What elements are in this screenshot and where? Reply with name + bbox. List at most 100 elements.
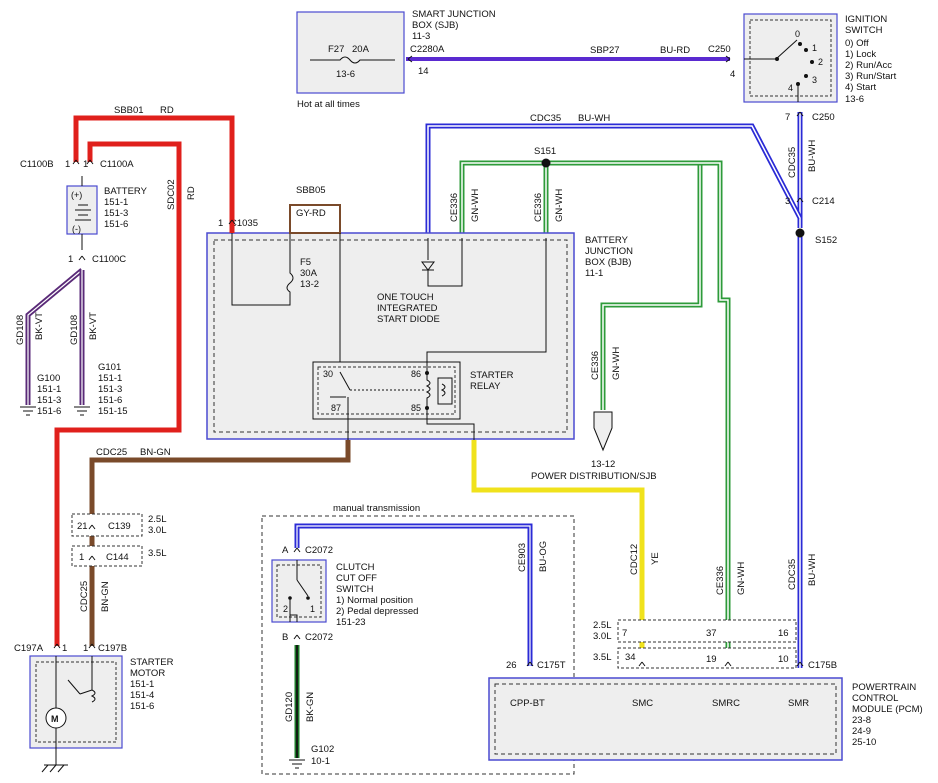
clutch-ref: 151-23 (336, 617, 366, 628)
manual-transmission-region (261, 515, 575, 775)
diode-label-1: ONE TOUCH (377, 292, 434, 303)
wire-cdc35-vcolor: BU-WH (807, 140, 818, 172)
battery-cells-icon (75, 204, 91, 221)
wire-cdc35-low-vcolor: BU-WH (807, 554, 818, 586)
pcm-box (488, 677, 843, 761)
wire-sbb05-color: GY-RD (296, 208, 326, 219)
wire-gd108-g100-stripe (27, 269, 83, 405)
c1100b-label: C1100B (20, 159, 54, 170)
ignition-switch-box (743, 13, 838, 103)
bjb-title-2: JUNCTION (585, 246, 633, 257)
c1035-label: C1035 (230, 218, 258, 229)
f5-ref: 13-2 (300, 279, 319, 290)
ground-g102-icon (289, 759, 305, 769)
c197a-label: C197A (14, 643, 44, 654)
wire-sbb01-label: SBB01 (114, 105, 144, 116)
diode-cathode-line (427, 238, 463, 287)
pcm-pin-37: 37 (706, 628, 717, 639)
ignition-contact-2 (810, 60, 814, 64)
battery-ref-3: 151-6 (104, 219, 128, 230)
g102-label: G102 (311, 744, 334, 755)
s151-splice-dot (541, 158, 551, 168)
pcm-pin-19: 19 (706, 654, 717, 665)
s152-label: S152 (815, 235, 837, 246)
c144-pin: 1 (79, 552, 84, 563)
diode-label-3: START DIODE (377, 314, 440, 325)
c1100b-pin: 1 (65, 159, 70, 170)
ignition-contact-3 (804, 74, 808, 78)
c139-label: C139 (108, 521, 131, 532)
wire-gd120-label: GD120 (284, 692, 295, 722)
pcm-title-2: CONTROL (852, 693, 898, 704)
c197b-label: C197B (98, 643, 127, 654)
ign-pin-0: 0 (795, 29, 800, 39)
sjb-fuse-amps: 20A (352, 44, 370, 55)
wire-cdc25-color: BN-GN (140, 447, 171, 458)
ign-pos-3: 3) Run/Start (845, 71, 897, 82)
g100-label: G100 (37, 373, 60, 384)
ign-pin-4: 4 (788, 83, 793, 93)
diode-label-2: INTEGRATED (377, 303, 438, 314)
g101-ref-3: 151-6 (98, 395, 122, 406)
sjb-title-1: SMART JUNCTION (412, 9, 496, 20)
battery-ref-2: 151-3 (104, 208, 128, 219)
wire-cdc35-top-label: CDC35 (530, 113, 561, 124)
wire-sdc02 (54, 141, 182, 646)
c175b-label: C175B (808, 660, 837, 671)
g101-ref-4: 151-15 (98, 406, 128, 417)
ground-g100-icon (20, 406, 36, 416)
c197a-pin: 1 (62, 643, 67, 654)
wire-cdc35-top-color: BU-WH (578, 113, 610, 124)
clutch-switch-box (271, 559, 327, 623)
starter-ref-1: 151-1 (130, 679, 154, 690)
starter-solenoid-lines (55, 656, 93, 750)
bjb-title-3: BOX (BJB) (585, 257, 631, 268)
wire-sbp27-color: BU-RD (660, 45, 690, 56)
ignition-switch-inner (749, 19, 832, 97)
wire-ce336-d-label: CE336 (715, 566, 726, 595)
wire-cdc25-label: CDC25 (96, 447, 127, 458)
relay-pin-86: 86 (411, 369, 421, 379)
battery-minus: (-) (72, 224, 81, 234)
pcm-pin-smrc: SMRC (712, 698, 740, 709)
starter-ref-2: 151-4 (130, 690, 154, 701)
c139-v1: 2.5L (148, 514, 167, 525)
clutch-title-2: CUT OFF (336, 573, 377, 584)
wire-cdc25-vlabel: CDC25 (79, 581, 90, 612)
f5-label: F5 (300, 257, 311, 268)
sjb-fuse-ref: 13-6 (336, 69, 355, 80)
relay-pin-87: 87 (331, 403, 341, 413)
gd108-a-label: GD108 (15, 315, 26, 345)
pcm-inner (494, 683, 837, 755)
wire-gd120-color: BK-GN (305, 692, 316, 722)
g102-ref: 10-1 (311, 756, 330, 767)
wire-cdc35-vlabel: CDC35 (787, 147, 798, 178)
c2072-a-pin: A (282, 545, 289, 556)
wire-ce336-c-color: GN-WH (611, 347, 622, 380)
ign-pin-1: 1 (812, 43, 817, 53)
c2280a-pin: 14 (418, 66, 429, 77)
g100-ref-1: 151-1 (37, 384, 61, 395)
pcm-pin-16: 16 (778, 628, 789, 639)
ign-pos-4: 4) Start (845, 82, 877, 93)
sjb-ref: 11-3 (412, 31, 430, 42)
battery-ref-1: 151-1 (104, 197, 128, 208)
ign-pin-2: 2 (818, 57, 823, 67)
relay-pin-30: 30 (323, 369, 333, 379)
bjb-inner (213, 239, 568, 433)
power-distribution-arrow-icon (593, 411, 613, 452)
c2280a-label: C2280A (410, 44, 445, 55)
pcm-connector-25-30 (617, 619, 797, 643)
motor-m-glyph: M (51, 714, 59, 724)
c2072-b-label: C2072 (305, 632, 333, 643)
c144-v: 3.5L (148, 548, 167, 559)
relay-resistor-icon (437, 377, 453, 405)
wire-cdc35-low-vlabel: CDC35 (787, 559, 798, 590)
c250-bottom-label: C250 (812, 112, 835, 123)
pcm-pin-smc: SMC (632, 698, 653, 709)
wire-ce336-d-color: GN-WH (736, 562, 747, 595)
c250-top-label: C250 (708, 44, 731, 55)
pcm-title-3: MODULE (PCM) (852, 704, 923, 715)
bjb-title-1: BATTERY (585, 235, 629, 246)
clutch-pin-1: 1 (310, 604, 315, 614)
